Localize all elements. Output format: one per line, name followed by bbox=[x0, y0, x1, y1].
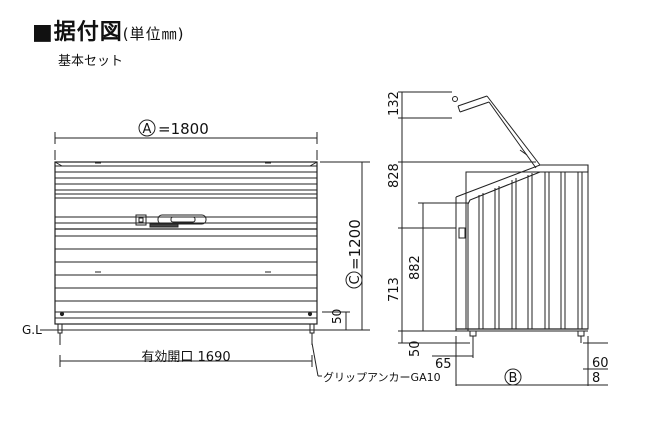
dim-50: 50 bbox=[408, 340, 423, 357]
set-subtitle: 基本セット bbox=[58, 54, 124, 69]
base-offset-label: 50 bbox=[330, 309, 344, 324]
width-symbol-circle bbox=[138, 119, 156, 137]
dim-882: 882 bbox=[408, 255, 423, 280]
lock-icon bbox=[135, 214, 147, 226]
dim-65: 65 bbox=[435, 357, 452, 372]
side-view-labels: 132 828 882 713 50 65 60 8 B bbox=[387, 91, 609, 386]
side-body-outline bbox=[465, 171, 589, 330]
dim-828: 828 bbox=[387, 163, 402, 188]
height-label: =1200 bbox=[346, 219, 364, 270]
lid-panel bbox=[54, 161, 318, 199]
handle-icon bbox=[157, 214, 207, 225]
gl-label: G.L bbox=[22, 323, 42, 337]
opening-label: 有効開口 1690 bbox=[141, 350, 230, 365]
dim-8: 8 bbox=[592, 371, 600, 386]
dim-60: 60 bbox=[592, 356, 609, 371]
depth-symbol: B bbox=[509, 371, 518, 386]
dim-713: 713 bbox=[387, 277, 402, 302]
unit-text: (単位㎜) bbox=[122, 25, 185, 43]
drawing-title: ■据付図(単位㎜) bbox=[32, 14, 185, 46]
front-body-outline bbox=[54, 161, 318, 325]
width-label: =1800 bbox=[158, 120, 209, 138]
height-symbol: C bbox=[348, 275, 363, 284]
width-symbol: A bbox=[143, 122, 152, 137]
title-text: ■据付図 bbox=[32, 20, 123, 45]
depth-symbol-circle bbox=[504, 368, 522, 386]
anchor-label: グリップアンカーGA10 bbox=[323, 370, 441, 384]
side-view bbox=[398, 91, 608, 386]
dim-132: 132 bbox=[387, 91, 402, 116]
front-view bbox=[40, 132, 370, 377]
front-view-labels: A =1800 C =1200 50 G.L 有効開口 1690 グリップアンカ… bbox=[22, 119, 441, 384]
